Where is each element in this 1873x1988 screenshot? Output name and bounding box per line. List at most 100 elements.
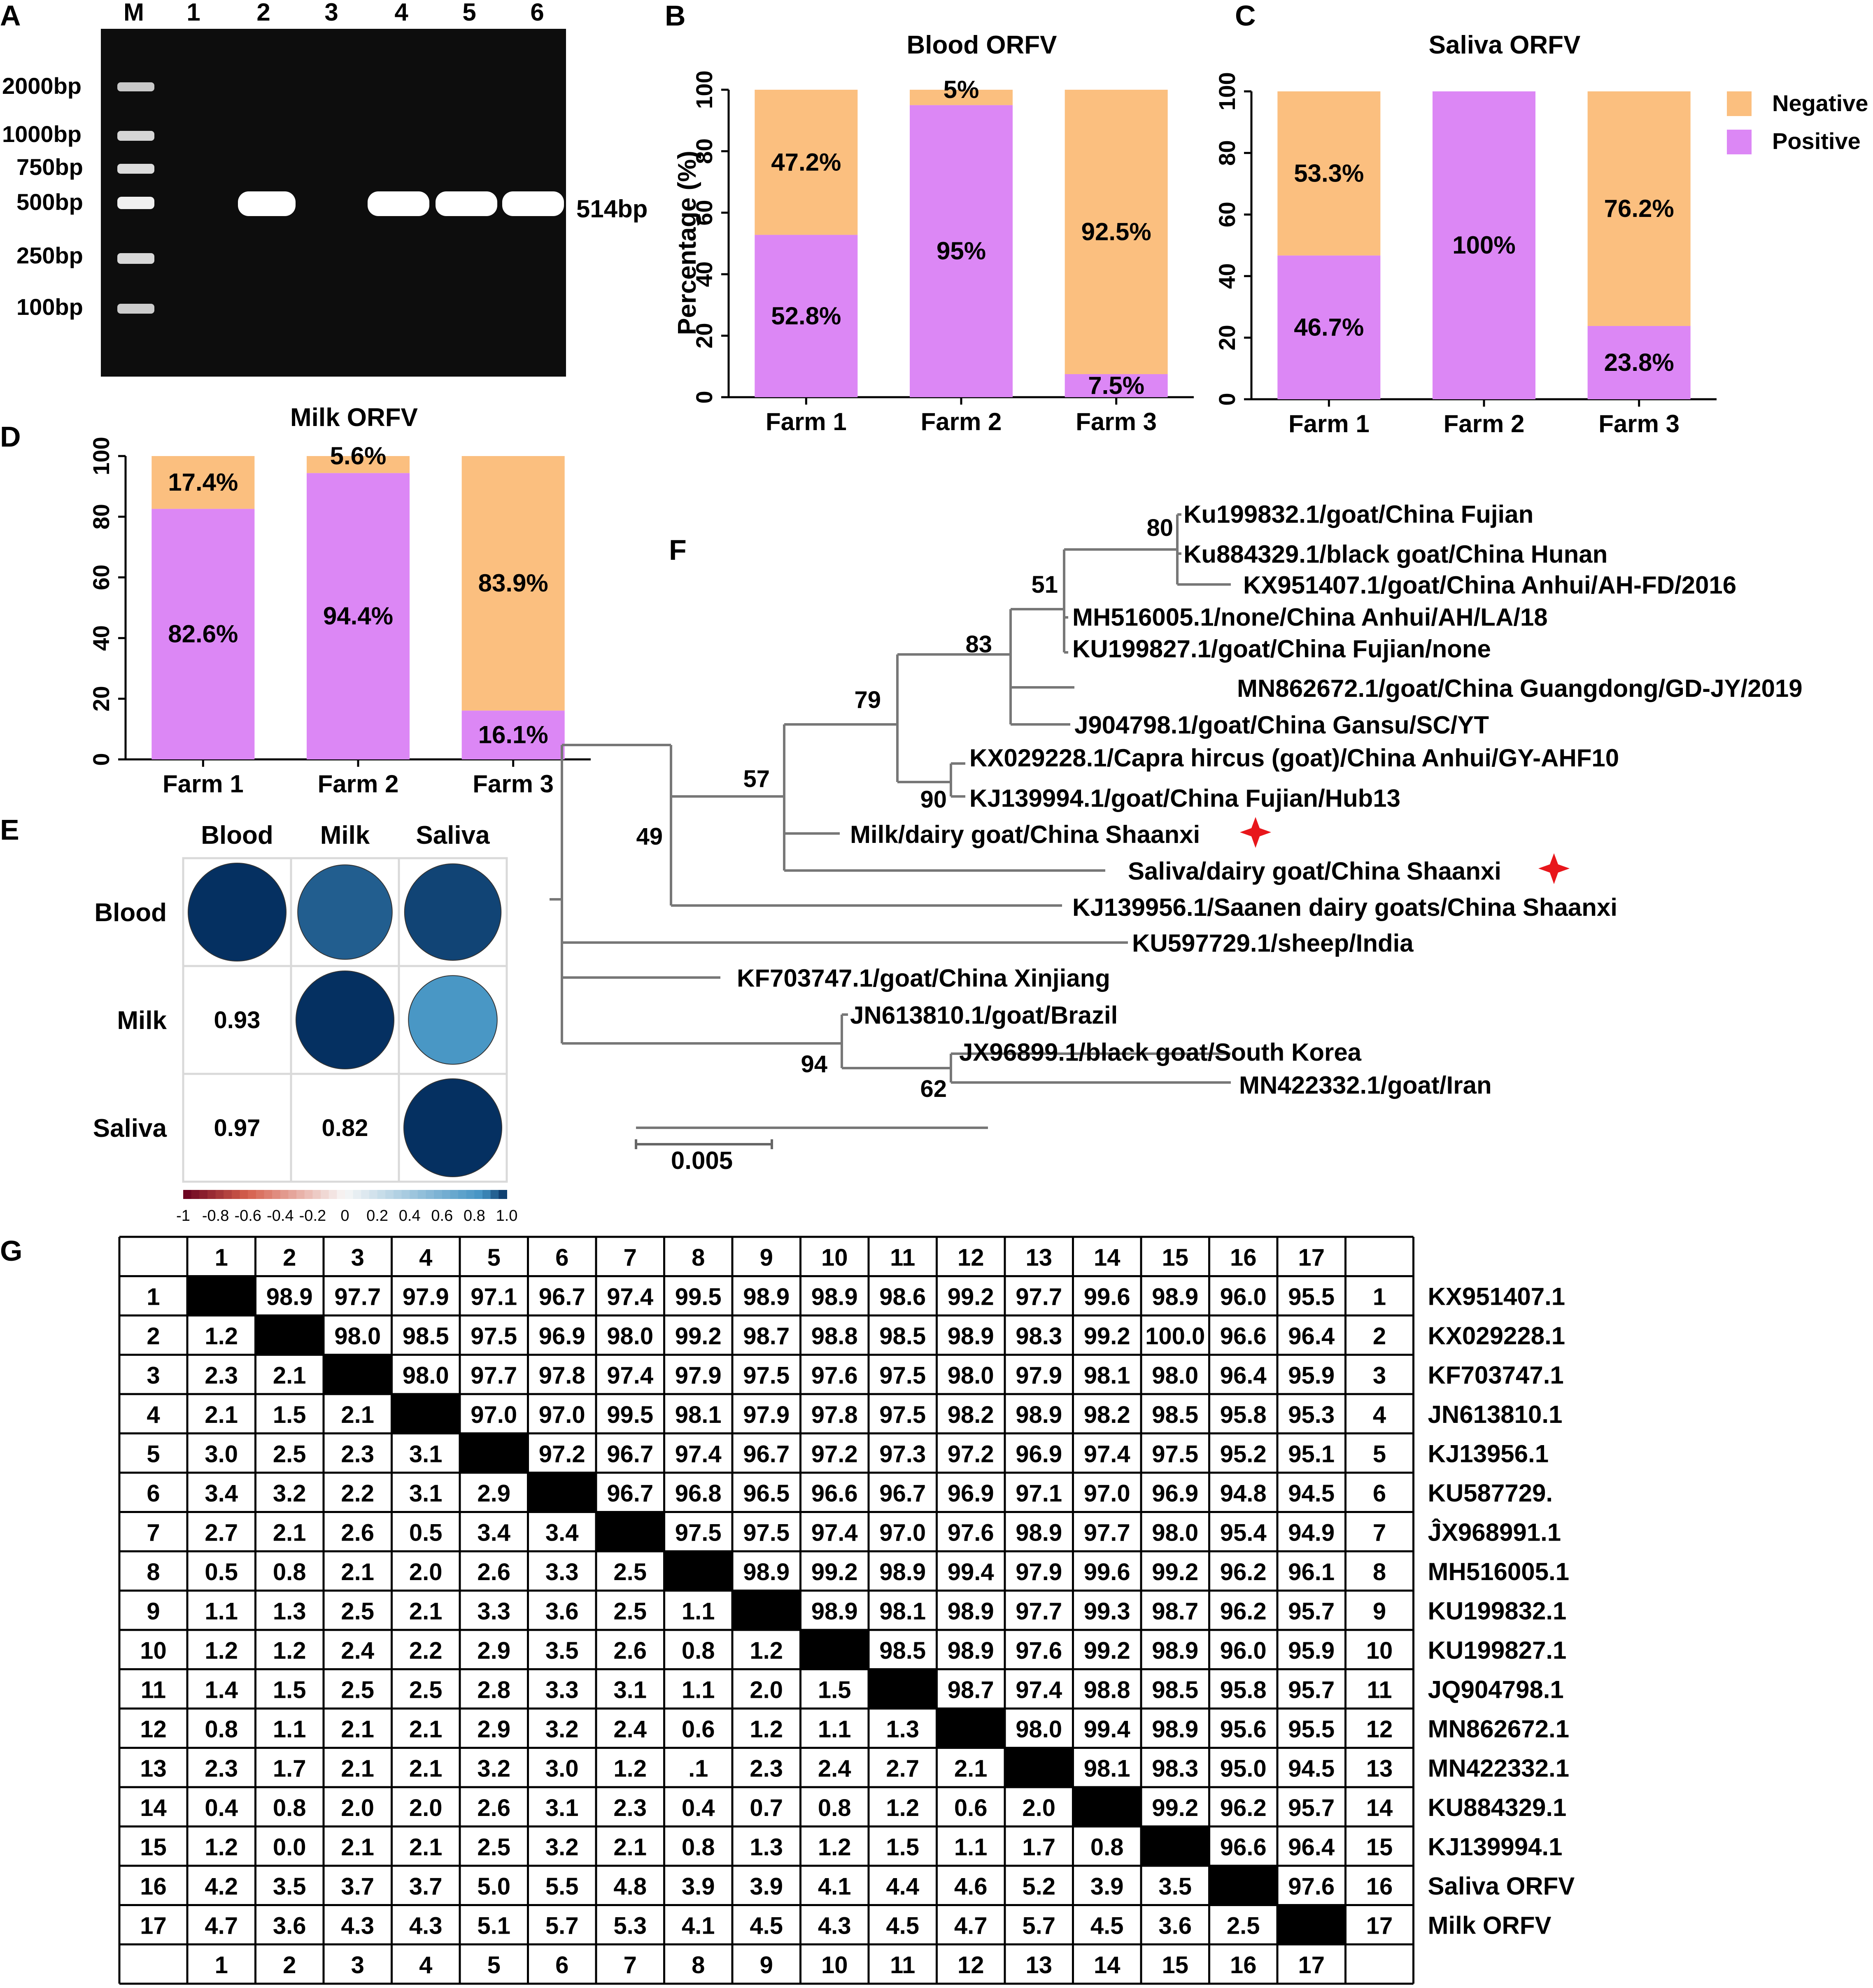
table-cell: 98.1 xyxy=(879,1598,926,1625)
table-cell: 98.0 xyxy=(948,1362,994,1389)
table-col-header: 3 xyxy=(351,1244,364,1271)
table-cell: 97.5 xyxy=(743,1519,790,1546)
y-tick-label: 20 xyxy=(691,323,717,348)
colorbar-tick-label: 0.2 xyxy=(366,1207,388,1224)
bar-positive xyxy=(461,710,565,759)
table-cell: 95.6 xyxy=(1220,1716,1267,1743)
bar-label-negative: 76.2% xyxy=(1604,195,1674,222)
table-row-name: KJ13956.1 xyxy=(1428,1440,1549,1467)
table-row-index-right: 4 xyxy=(1373,1401,1386,1428)
gel-lane-label-6: 6 xyxy=(530,0,544,26)
table-cell: 98.7 xyxy=(948,1676,994,1703)
table-cell: 98.9 xyxy=(743,1559,790,1585)
table-cell: 95.9 xyxy=(1288,1637,1335,1664)
table-cell: 1.2 xyxy=(205,1834,238,1860)
table-cell: 2.1 xyxy=(954,1755,988,1782)
table-row-index-right: 2 xyxy=(1373,1323,1386,1350)
table-diagonal-cell xyxy=(664,1551,732,1591)
table-row-index: 12 xyxy=(140,1716,167,1743)
bar-negative xyxy=(1587,91,1691,326)
tree-leaf-label: KJ139994.1/goat/China Fujian/Hub13 xyxy=(969,784,1400,812)
table-cell: 2.3 xyxy=(205,1755,238,1782)
table-col-footer: 1 xyxy=(215,1952,228,1979)
table-row-index-right: 11 xyxy=(1367,1676,1392,1703)
colorbar-segment xyxy=(345,1190,354,1199)
table-cell: 98.2 xyxy=(948,1401,994,1428)
colorbar-segment xyxy=(248,1190,256,1199)
tree-leaf-label: KJ139956.1/Saanen dairy goats/China Shaa… xyxy=(1072,894,1617,921)
legend-swatch-negative xyxy=(1727,91,1752,116)
table-cell: 2.5 xyxy=(341,1598,374,1625)
table-cell: 97.4 xyxy=(811,1519,858,1546)
table-cell: 98.0 xyxy=(334,1323,381,1350)
matrix-cell xyxy=(290,1073,400,1183)
colorbar-segment xyxy=(450,1190,459,1199)
colorbar-segment xyxy=(377,1190,386,1199)
table-cell: 3.5 xyxy=(273,1873,306,1900)
table-cell: 2.5 xyxy=(613,1598,647,1625)
table-cell: 99.6 xyxy=(1084,1283,1130,1310)
table-cell: 2.0 xyxy=(750,1676,783,1703)
panel-letter-b: B xyxy=(665,0,686,32)
table-cell: 97.4 xyxy=(607,1283,653,1310)
table-col-header: 14 xyxy=(1094,1244,1121,1271)
table-cell: 97.5 xyxy=(879,1362,926,1389)
table-row-index: 1 xyxy=(147,1283,160,1310)
colorbar-segment xyxy=(207,1190,216,1199)
table-cell: 98.5 xyxy=(403,1323,449,1350)
table-cell: 97.7 xyxy=(1016,1598,1062,1625)
table-cell: 98.9 xyxy=(1016,1401,1062,1428)
table-cell: 96.0 xyxy=(1220,1283,1267,1310)
colorbar-tick-label: 0.8 xyxy=(464,1207,485,1224)
table-cell: 2.5 xyxy=(409,1676,443,1703)
table-cell: 98.9 xyxy=(811,1283,858,1310)
colorbar-segment xyxy=(328,1190,338,1199)
table-row-name: Saliva ORFV xyxy=(1428,1872,1575,1900)
table-col-header: 17 xyxy=(1298,1244,1325,1271)
table-cell: 98.1 xyxy=(1084,1755,1130,1782)
bar-positive xyxy=(307,473,410,759)
colorbar-segment xyxy=(385,1190,394,1199)
table-col-header: 5 xyxy=(487,1244,501,1271)
table-cell: 2.9 xyxy=(477,1637,510,1664)
table-cell: 98.2 xyxy=(1084,1401,1130,1428)
table-cell: 98.8 xyxy=(811,1323,858,1350)
table-cell: 97.6 xyxy=(811,1362,858,1389)
table-cell: 3.2 xyxy=(477,1755,510,1782)
table-col-header: 9 xyxy=(760,1244,773,1271)
bar-label-positive: 16.1% xyxy=(478,721,548,749)
star-marker-icon xyxy=(1240,817,1271,848)
table-cell: 4.6 xyxy=(954,1873,988,1900)
table-diagonal-cell xyxy=(1073,1787,1141,1827)
table-cell: 3.9 xyxy=(682,1873,715,1900)
x-tick-label: Farm 2 xyxy=(921,408,1002,435)
panel-letter-c: C xyxy=(1235,0,1256,32)
table-cell: 99.2 xyxy=(1084,1323,1130,1350)
table-cell: 97.6 xyxy=(948,1519,994,1546)
y-tick-label: 20 xyxy=(88,686,114,711)
table-cell: 0.8 xyxy=(818,1795,851,1821)
tree-leaves: Ku199832.1/goat/China Fujian Ku884329.1/… xyxy=(737,500,1803,1099)
table-cell: 98.9 xyxy=(266,1283,313,1310)
bootstrap-value: 90 xyxy=(920,786,947,813)
table-row-name: KJ139994.1 xyxy=(1428,1833,1563,1860)
table-cell: 3.3 xyxy=(545,1559,579,1585)
table-cell: 98.0 xyxy=(1152,1519,1198,1546)
table-cell: 3.0 xyxy=(545,1755,579,1782)
table-cell: 98.3 xyxy=(1016,1323,1062,1350)
chart-b-ylabel: Percentage (%) xyxy=(673,151,701,335)
table-cell: 0.5 xyxy=(205,1559,238,1585)
table-cell: 4.3 xyxy=(818,1912,851,1939)
table-col-header: 10 xyxy=(821,1244,848,1271)
table-cell: 1.3 xyxy=(273,1598,306,1625)
colorbar-segment xyxy=(434,1190,443,1199)
matrix-row-label: Blood xyxy=(94,899,167,927)
colorbar-tick-label: 0.6 xyxy=(431,1207,453,1224)
gel-band-lane-4 xyxy=(368,191,429,216)
y-tick-label: 80 xyxy=(691,138,717,164)
tree-branches xyxy=(550,513,1231,1129)
chart-d-title: Milk ORFV xyxy=(290,403,418,432)
colorbar-segment xyxy=(183,1190,192,1199)
table-cell: 95.0 xyxy=(1220,1755,1267,1782)
